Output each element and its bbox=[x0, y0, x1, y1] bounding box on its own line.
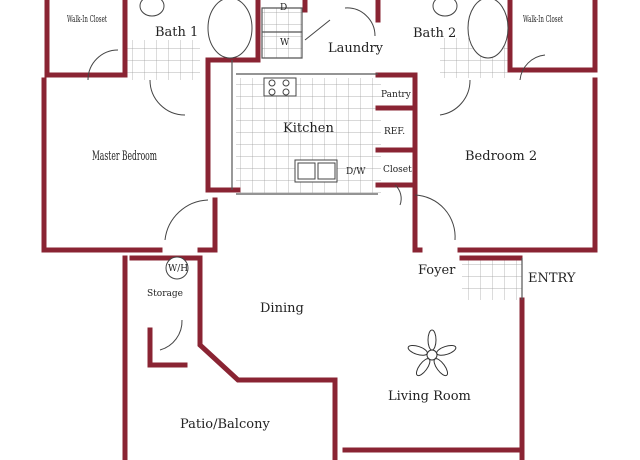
label-pantry: Pantry bbox=[381, 90, 412, 100]
label-closet: Closet bbox=[383, 165, 412, 175]
label-bedroom-2: Bedroom 2 bbox=[465, 149, 537, 164]
label-dishwasher: D/W bbox=[346, 167, 366, 177]
label-entry: ENTRY bbox=[528, 271, 576, 286]
fixtures bbox=[139, 0, 509, 280]
label-kitchen: Kitchen bbox=[283, 121, 334, 136]
label-laundry: Laundry bbox=[328, 41, 384, 56]
door-swings bbox=[87, 7, 546, 351]
label-water-heater: W/H bbox=[168, 264, 188, 274]
label-walk-in-closet-left: Walk-In Closet bbox=[67, 15, 107, 25]
room-labels: Walk-In Closet Bath 1 D W Laundry Bath 2… bbox=[67, 3, 576, 432]
label-dining: Dining bbox=[260, 301, 304, 316]
ceiling-fan-icon bbox=[407, 329, 457, 377]
label-living-room: Living Room bbox=[388, 389, 471, 404]
label-washer: W bbox=[280, 38, 290, 48]
walls bbox=[41, 0, 598, 460]
label-patio-balcony: Patio/Balcony bbox=[180, 417, 270, 432]
inner-walls bbox=[231, 7, 523, 300]
label-bath-2: Bath 2 bbox=[413, 26, 456, 41]
label-bath-1: Bath 1 bbox=[155, 25, 198, 40]
label-refrigerator: REF. bbox=[384, 127, 405, 137]
label-storage: Storage bbox=[147, 289, 183, 299]
label-foyer: Foyer bbox=[418, 263, 456, 278]
label-walk-in-closet-right: Walk-In Closet bbox=[523, 15, 563, 25]
label-master-bedroom: Master Bedroom bbox=[92, 149, 157, 164]
label-dryer: D bbox=[280, 3, 287, 13]
